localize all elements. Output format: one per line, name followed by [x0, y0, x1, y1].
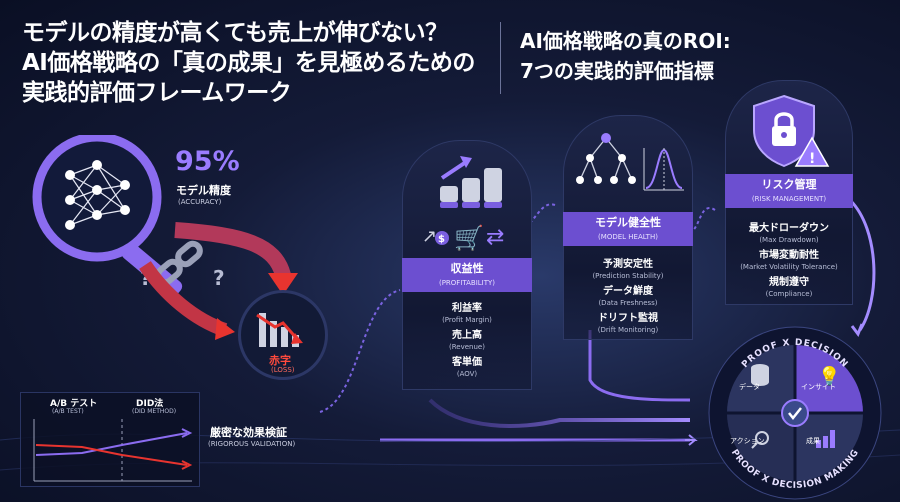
- metric-revenue: 売上高: [452, 330, 482, 341]
- cart-icon: 🛒: [454, 224, 484, 252]
- accuracy-label: モデル精度: [176, 184, 231, 197]
- magnifier-ring: [32, 135, 162, 262]
- metric-aov-en: (AOV): [456, 370, 478, 378]
- metric-drift-monitoring-en: (Drift Monitoring): [597, 326, 659, 334]
- metric-prediction-stability: 予測安定性: [603, 259, 653, 270]
- side-title-line1: AI価格戦略の真のROI:: [520, 29, 731, 53]
- metric-max-drawdown-en: (Max Drawdown): [759, 236, 819, 244]
- cycle-result-label: 成果: [806, 437, 820, 445]
- flow-line-2: [428, 398, 690, 428]
- metric-compliance: 規制遵守: [769, 277, 809, 288]
- validation-panel: [20, 392, 200, 487]
- main-title-line1: モデルの精度が高くても売上が伸びない？: [22, 20, 448, 46]
- quadrant-insight: [795, 345, 863, 413]
- model-health-title: モデル健全性: [595, 216, 661, 229]
- validation-chart: [33, 419, 193, 482]
- tree-distribution-icon: [576, 133, 684, 191]
- model-health-title-en: (MODEL HEALTH): [598, 233, 658, 241]
- accuracy-graphic: ? ?: [32, 135, 298, 340]
- risk-title-en: (RISK MANAGEMENT): [751, 195, 827, 203]
- check-icon: [781, 399, 809, 427]
- trend-arrow-1: [174, 222, 291, 278]
- profitability-title-en: (PROFITABILITY): [438, 279, 496, 287]
- metric-max-drawdown: 最大ドローダウン: [749, 223, 829, 234]
- metric-data-freshness: データ鮮度: [603, 286, 653, 297]
- title-divider: [500, 22, 501, 94]
- metric-market-volatility: 市場変動耐性: [759, 250, 819, 261]
- did-label: DID法: [136, 399, 164, 409]
- exchange-icon: ⇄: [486, 225, 504, 250]
- question-mark-icon-2: ?: [213, 266, 225, 290]
- flow-line-3: [588, 330, 691, 402]
- metric-market-volatility-en: (Market Volatility Tolerance): [740, 263, 838, 271]
- warning-icon: [794, 136, 830, 167]
- flow-line-1: [319, 289, 401, 413]
- quadrant-action: [727, 413, 795, 481]
- main-title-line2: AI価格戦略の「真の成果」を見極めるための: [22, 50, 475, 76]
- side-title: AI価格戦略の真のROI: 7つの実践的評価指標: [520, 26, 731, 86]
- shield-lock-icon: !: [753, 94, 830, 168]
- metric-aov: 客単価: [452, 357, 482, 368]
- bar-chart-down-icon: [256, 313, 303, 347]
- profitability-banner: 収益性 (PROFITABILITY): [402, 258, 532, 292]
- main-title-line3: 実践的評価フレームワーク: [22, 80, 292, 106]
- loss-label-en: (LOSS): [271, 366, 295, 374]
- ab-test-sub: (A/B TEST): [52, 408, 84, 415]
- profitability-metrics: 利益率 (Profit Margin) 売上高 (Revenue) 客単価 (A…: [392, 302, 542, 383]
- ab-test-label: A/B テスト: [50, 399, 98, 409]
- trend-arrow-2: [139, 261, 228, 337]
- quadrant-result: [795, 413, 863, 481]
- lightbulb-icon: 💡: [818, 365, 840, 387]
- growth-chart-icon: [816, 430, 835, 448]
- metric-drift-monitoring: ドリフト監視: [598, 313, 658, 324]
- main-title: モデルの精度が高くても売上が伸びない？ AI価格戦略の「真の成果」を見極めるため…: [22, 18, 475, 108]
- did-sub: (DID METHOD): [132, 408, 177, 415]
- profitability-title: 収益性: [450, 262, 484, 275]
- model-health-metrics: 予測安定性 (Prediction Stability) データ鮮度 (Data…: [553, 258, 703, 339]
- validation-label: 厳密な効果検証: [210, 426, 287, 439]
- coins-growth-icon: ↗ $ 🛒 ⇄: [422, 156, 504, 252]
- dollar-icon: $: [438, 234, 445, 245]
- decision-cycle: 💡 PROOF X DECISION PROOF X DECISION MAKI…: [708, 326, 882, 500]
- svg-text:!: !: [809, 151, 815, 167]
- metric-profit-margin: 利益率: [452, 303, 482, 314]
- model-health-banner: モデル健全性 (MODEL HEALTH): [563, 212, 693, 246]
- risk-metrics: 最大ドローダウン (Max Drawdown) 市場変動耐性 (Market V…: [714, 222, 864, 303]
- validation-label-en: (RIGOROUS VALIDATION): [208, 440, 296, 448]
- metric-data-freshness-en: (Data Freshness): [598, 299, 658, 307]
- cycle-action-label: アクション: [730, 437, 765, 445]
- metric-profit-margin-en: (Profit Margin): [442, 316, 492, 324]
- database-icon: [751, 364, 769, 386]
- cycle-data-label: データ: [739, 383, 760, 391]
- metric-compliance-en: (Compliance): [765, 290, 813, 298]
- trend-up-icon: ↗: [422, 226, 437, 247]
- side-title-line2: 7つの実践的評価指標: [520, 59, 714, 83]
- magnifier-icon: [755, 431, 769, 445]
- accuracy-value: 95%: [175, 146, 240, 177]
- flow-line-5: [848, 198, 876, 331]
- metric-prediction-stability-en: (Prediction Stability): [592, 272, 664, 280]
- loss-label: 赤字: [269, 354, 291, 367]
- cycle-insight-label: インサイト: [801, 383, 836, 391]
- metric-revenue-en: (Revenue): [449, 343, 485, 351]
- risk-banner: リスク管理 (RISK MANAGEMENT): [725, 174, 853, 208]
- risk-title: リスク管理: [761, 178, 817, 191]
- accuracy-label-en: (ACCURACY): [178, 198, 222, 206]
